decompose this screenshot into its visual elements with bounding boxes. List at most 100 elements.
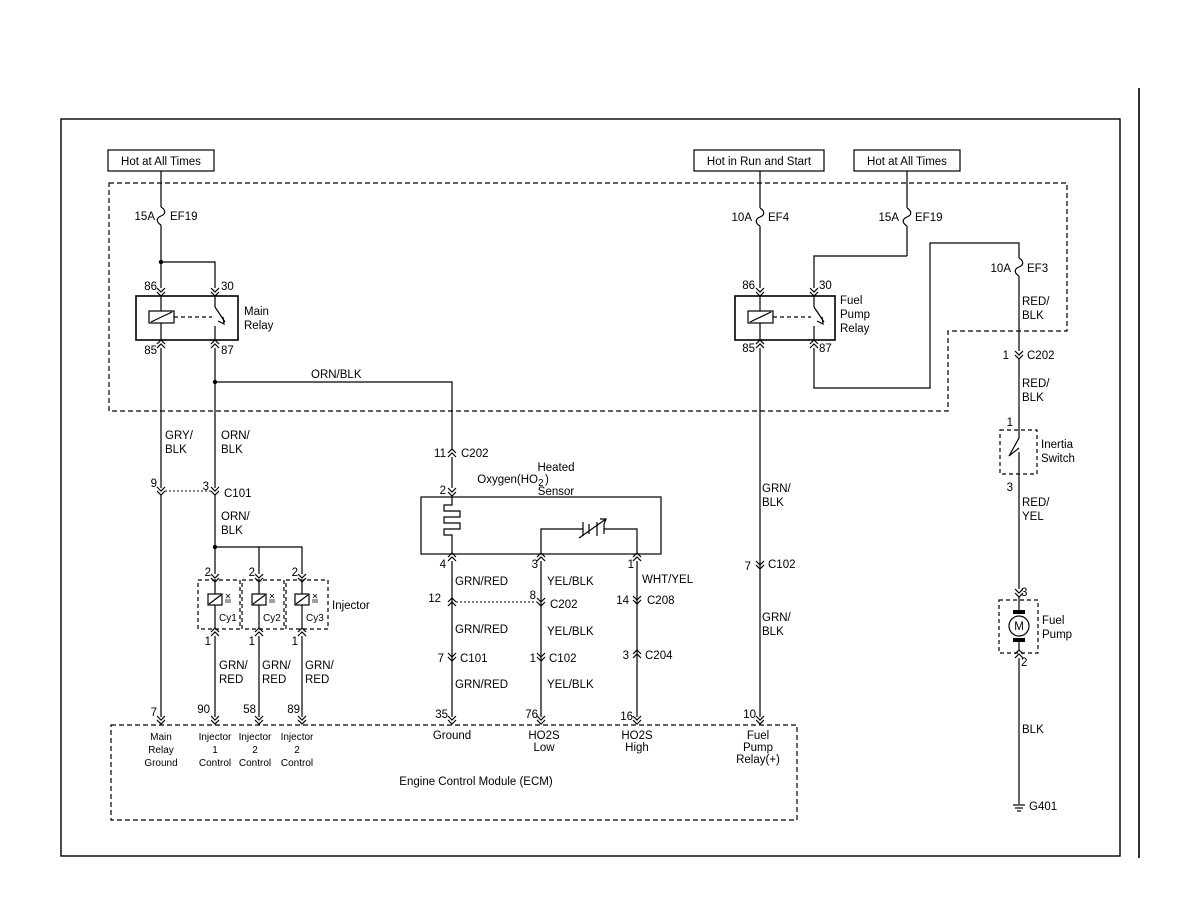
svg-text:ORN/: ORN/ <box>221 511 251 523</box>
svg-text:YEL: YEL <box>1022 511 1044 523</box>
svg-text:Relay: Relay <box>148 745 174 756</box>
fuse-rating: 15A <box>135 211 156 223</box>
svg-text:Injector: Injector <box>199 732 232 743</box>
svg-text:BLK: BLK <box>1022 310 1044 322</box>
svg-text:Low: Low <box>533 742 555 754</box>
svg-text:EF19: EF19 <box>915 212 943 224</box>
svg-text:BLK: BLK <box>1022 392 1044 404</box>
svg-text:Pump: Pump <box>1042 629 1072 641</box>
svg-text:Fuel: Fuel <box>747 730 769 742</box>
svg-text:86: 86 <box>144 281 157 293</box>
svg-text:2: 2 <box>440 485 446 497</box>
inertia-switch: 1 Inertia Switch 3 <box>999 417 1075 494</box>
svg-text:GRN/RED: GRN/RED <box>455 679 508 691</box>
svg-text:1: 1 <box>628 559 634 571</box>
injector-group: Injector <box>197 579 370 630</box>
svg-text:EF4: EF4 <box>768 212 790 224</box>
svg-text:): ) <box>545 474 549 486</box>
svg-text:Relay: Relay <box>244 320 274 332</box>
svg-text:G401: G401 <box>1029 801 1057 813</box>
svg-text:Injector: Injector <box>281 732 314 743</box>
svg-text:ORN/: ORN/ <box>221 430 251 442</box>
svg-text:BLK: BLK <box>1022 724 1044 736</box>
source-hot-in-run-and-start: Hot in Run and Start <box>693 149 825 172</box>
svg-text:58: 58 <box>243 704 256 716</box>
svg-text:GRN/: GRN/ <box>262 660 292 672</box>
svg-text:GRN/: GRN/ <box>762 483 792 495</box>
svg-text:90: 90 <box>197 704 210 716</box>
svg-text:Main: Main <box>150 732 172 743</box>
svg-text:30: 30 <box>819 280 832 292</box>
svg-text:1: 1 <box>212 745 218 756</box>
svg-text:4: 4 <box>440 559 447 571</box>
fuel-pump: 3 M Fuel Pump 2 <box>998 587 1072 669</box>
svg-text:35: 35 <box>435 709 448 721</box>
ecm-pin-76: 76 HO2S Low <box>525 709 560 754</box>
svg-text:1: 1 <box>1007 417 1013 429</box>
svg-text:Relay(+): Relay(+) <box>736 754 780 766</box>
ef19-left-fuse: 15A EF19 <box>135 171 198 262</box>
heated-oxygen-sensor: Heated Oxygen(HO 2 ) Sensor 2 4 3 1 <box>420 462 662 571</box>
svg-text:2: 2 <box>292 567 298 579</box>
svg-text:3: 3 <box>1021 587 1027 599</box>
svg-text:Control: Control <box>239 758 271 769</box>
svg-text:GRN/: GRN/ <box>219 660 249 672</box>
svg-text:C102: C102 <box>768 559 796 571</box>
ecm-pin-10: 10 Fuel Pump Relay(+) <box>736 709 780 766</box>
svg-text:C202: C202 <box>1027 350 1055 362</box>
ecm-title: Engine Control Module (ECM) <box>399 776 553 788</box>
svg-text:RED/: RED/ <box>1022 296 1050 308</box>
svg-text:C101: C101 <box>224 488 252 500</box>
ecm: Engine Control Module (ECM) <box>110 724 798 821</box>
svg-text:C208: C208 <box>647 595 675 607</box>
fuel-pump-relay: 86 30 85 87 Fuel Pump Relay <box>734 280 870 355</box>
svg-text:11: 11 <box>434 448 446 460</box>
svg-text:GRN/: GRN/ <box>762 612 792 624</box>
main-relay: 86 30 85 87 Main Relay <box>135 281 274 357</box>
svg-text:Fuel: Fuel <box>1042 615 1064 627</box>
ground-g401: G401 <box>1013 801 1057 813</box>
svg-text:2: 2 <box>538 478 544 489</box>
ef3-fuse: 10A EF3 <box>991 257 1048 277</box>
source-label: Hot at All Times <box>867 156 947 168</box>
svg-text:16: 16 <box>620 711 633 723</box>
svg-text:1: 1 <box>205 636 211 648</box>
svg-text:GRN/RED: GRN/RED <box>455 624 508 636</box>
injector-cy3: 2 Cy3 1 <box>292 567 325 648</box>
svg-text:7: 7 <box>151 707 157 719</box>
svg-text:BLK: BLK <box>165 444 187 456</box>
svg-text:14: 14 <box>616 595 629 607</box>
svg-text:2: 2 <box>1021 657 1027 669</box>
svg-text:RED: RED <box>262 674 286 686</box>
svg-text:1: 1 <box>292 636 298 648</box>
svg-text:Cy3: Cy3 <box>306 613 324 624</box>
svg-text:Switch: Switch <box>1041 453 1075 465</box>
svg-text:3: 3 <box>532 559 538 571</box>
svg-text:87: 87 <box>221 345 234 357</box>
injector-cy2: 2 Cy2 1 <box>249 567 282 648</box>
svg-text:RED/: RED/ <box>1022 378 1050 390</box>
source-label: Hot in Run and Start <box>707 156 812 168</box>
svg-text:2: 2 <box>294 745 300 756</box>
svg-text:85: 85 <box>742 343 755 355</box>
svg-text:Oxygen(HO: Oxygen(HO <box>477 474 538 486</box>
ecm-pin-16: 16 HO2S High <box>620 711 653 754</box>
fuse-name: EF19 <box>170 211 198 223</box>
svg-text:C102: C102 <box>549 653 577 665</box>
svg-text:1: 1 <box>1003 350 1009 362</box>
svg-text:Ground: Ground <box>433 730 471 742</box>
svg-text:10A: 10A <box>991 263 1012 275</box>
svg-text:Ground: Ground <box>144 758 177 769</box>
svg-text:RED: RED <box>305 674 329 686</box>
source-hot-at-all-times-right: Hot at All Times <box>853 149 961 172</box>
svg-text:GRN/RED: GRN/RED <box>455 576 508 588</box>
svg-text:Main: Main <box>244 306 269 318</box>
motor-symbol: M <box>1014 621 1024 633</box>
svg-text:YEL/BLK: YEL/BLK <box>547 679 594 691</box>
svg-text:87: 87 <box>819 343 832 355</box>
svg-text:ORN/BLK: ORN/BLK <box>311 369 362 381</box>
svg-text:3: 3 <box>1007 482 1013 494</box>
ecm-pin-35: 35 Ground <box>433 709 471 742</box>
svg-text:Inertia: Inertia <box>1041 439 1074 451</box>
